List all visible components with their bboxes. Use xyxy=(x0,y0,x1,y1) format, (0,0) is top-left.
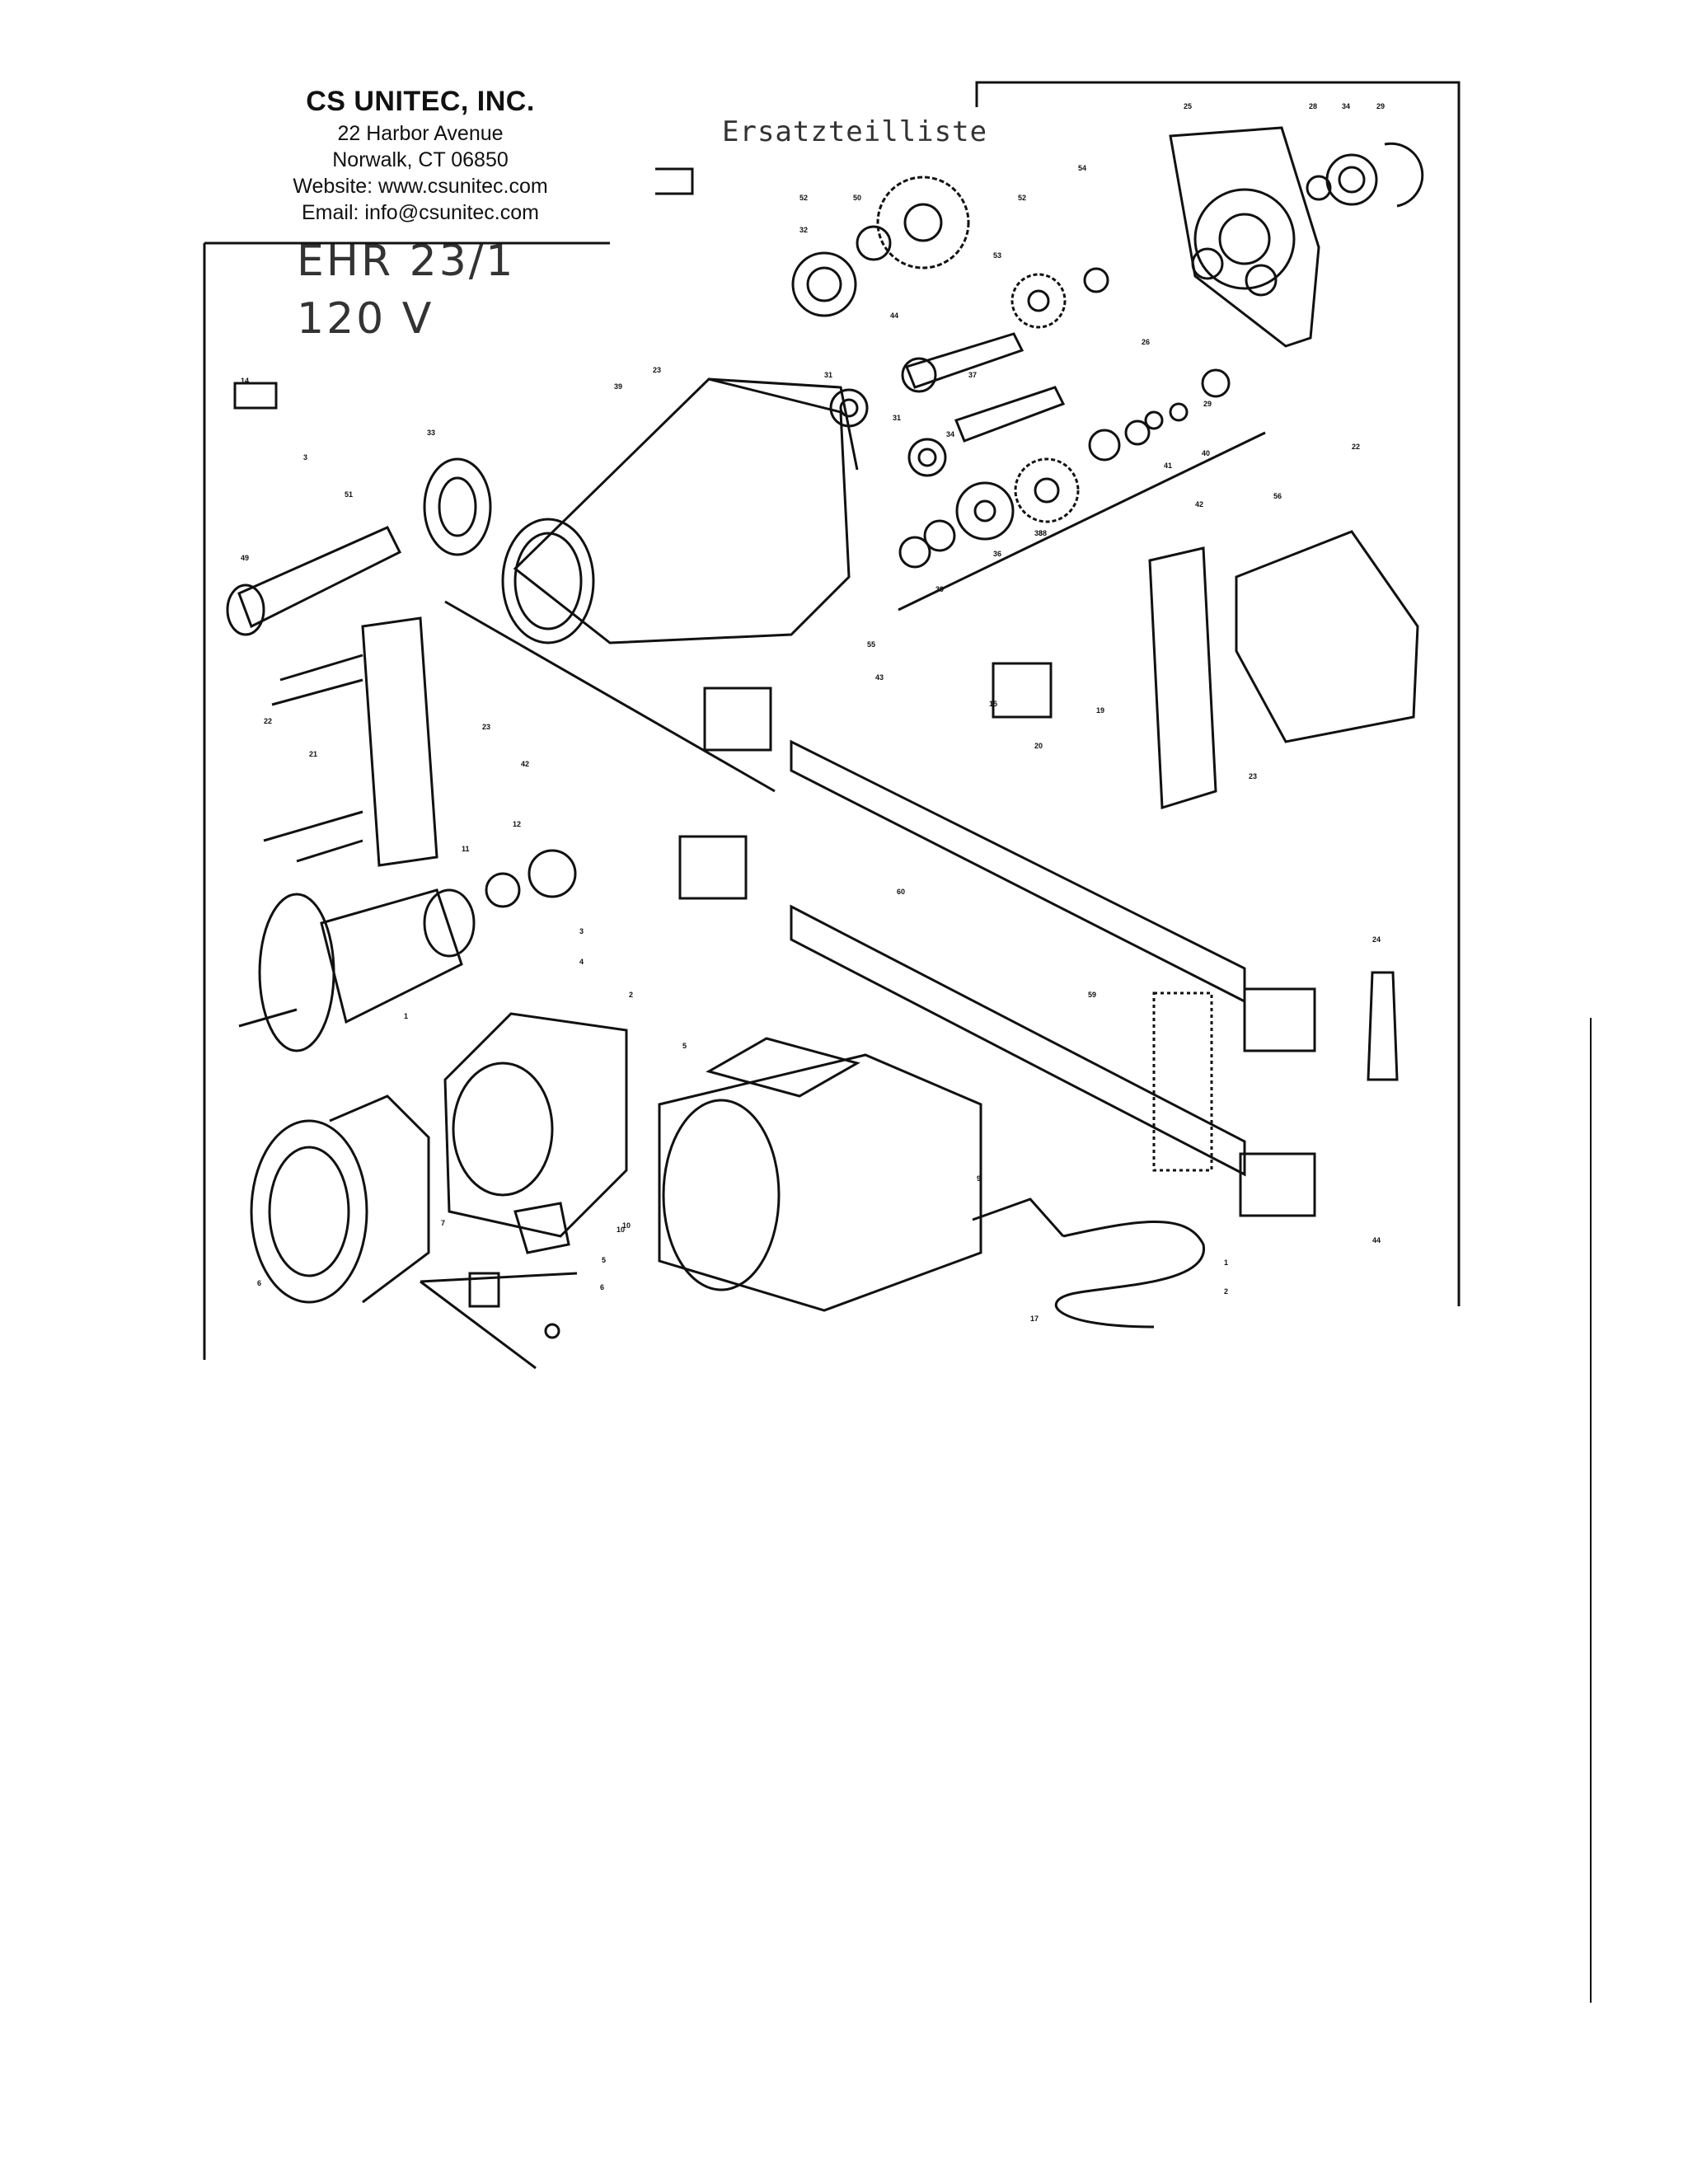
power-cord xyxy=(972,1197,1205,1329)
part-label-6b: 6 xyxy=(257,1279,261,1287)
part-label-37: 37 xyxy=(968,371,977,379)
part-label-51: 51 xyxy=(345,490,353,499)
part-label-52a: 52 xyxy=(799,194,808,202)
part-label-34: 34 xyxy=(1342,102,1350,110)
sheet-title: Ersatzteilliste xyxy=(722,115,988,148)
part-label-60: 60 xyxy=(897,888,905,896)
part-label-28: 28 xyxy=(1309,102,1317,110)
part-label-49: 49 xyxy=(241,554,249,562)
part-label-2: 2 xyxy=(629,991,633,999)
part-label-59: 59 xyxy=(1088,991,1096,999)
part-label-32: 32 xyxy=(799,226,808,234)
part-label-38: 38 xyxy=(1034,529,1043,537)
brush-parts xyxy=(420,1202,578,1370)
motor-housing xyxy=(658,1037,982,1312)
part-label-3b: 3 xyxy=(579,927,584,935)
fan xyxy=(250,1094,430,1304)
company-email: Email: info@csunitec.com xyxy=(302,200,539,224)
part-label-38b: 38 xyxy=(1039,529,1047,537)
part-label-5a: 5 xyxy=(682,1042,687,1050)
part-label-43: 43 xyxy=(875,673,884,682)
part-label-22: 22 xyxy=(1352,443,1360,451)
part-label-41: 41 xyxy=(1164,462,1172,470)
gear-housing xyxy=(501,377,859,644)
spindle xyxy=(226,382,492,636)
part-label-52b: 52 xyxy=(1018,194,1026,202)
part-label-24: 24 xyxy=(1372,935,1381,944)
part-label-31b: 31 xyxy=(893,414,901,422)
part-label-5b: 5 xyxy=(602,1256,606,1264)
bearing-top-right xyxy=(1306,142,1424,208)
company-header: CS UNITEC, INC. 22 Harbor Avenue Norwalk… xyxy=(247,84,593,226)
company-address-city: Norwalk, CT 06850 xyxy=(332,148,509,171)
part-label-2b: 2 xyxy=(1224,1287,1228,1296)
company-name: CS UNITEC, INC. xyxy=(306,86,535,117)
voltage-label: 120 V xyxy=(297,294,434,344)
model-number: EHR 23/1 xyxy=(297,237,516,286)
part-label-10: 10 xyxy=(622,1221,631,1230)
callout-numbers: 25 28 34 29 54 52 50 52 32 53 26 44 39 3… xyxy=(241,102,1385,1323)
model-block: EHR 23/1 120 V xyxy=(297,232,515,348)
part-label-21: 21 xyxy=(309,750,317,758)
part-label-1b: 1 xyxy=(1224,1258,1228,1267)
part-label-10b: 10 xyxy=(617,1226,625,1234)
part-label-26: 26 xyxy=(1142,338,1150,346)
part-label-19: 19 xyxy=(1096,706,1104,715)
part-label-17: 17 xyxy=(1030,1315,1039,1323)
part-label-20: 20 xyxy=(1034,742,1043,750)
part-label-33: 33 xyxy=(427,429,435,437)
part-label-55: 55 xyxy=(867,640,875,649)
stator xyxy=(443,1012,628,1238)
part-label-42: 42 xyxy=(1195,500,1203,509)
rubber-pads xyxy=(678,687,1399,1217)
company-website: Website: www.csunitec.com xyxy=(293,174,548,198)
part-label-1: 1 xyxy=(404,1012,408,1020)
part-label-50: 50 xyxy=(853,194,861,202)
part-label-44b: 44 xyxy=(1372,1236,1381,1244)
part-label-39: 39 xyxy=(614,382,622,391)
rear-cover xyxy=(1235,530,1419,743)
part-label-9: 9 xyxy=(977,1174,981,1183)
part-label-54: 54 xyxy=(1078,164,1086,172)
handle-frame xyxy=(790,739,1246,1177)
gearbox-cover xyxy=(1169,126,1320,348)
part-label-31a: 31 xyxy=(824,371,832,379)
part-label-42b: 42 xyxy=(521,760,529,768)
armature xyxy=(238,849,577,1052)
part-label-23a: 23 xyxy=(653,366,661,374)
part-label-34b: 34 xyxy=(946,430,954,438)
gear-pinion xyxy=(1010,267,1109,329)
part-label-44: 44 xyxy=(890,312,898,320)
part-label-23b: 23 xyxy=(1249,772,1257,780)
part-label-56: 56 xyxy=(1273,492,1282,500)
shafts-and-washers xyxy=(829,332,1266,612)
company-address-street: 22 Harbor Avenue xyxy=(337,121,504,145)
part-label-29b: 29 xyxy=(1203,400,1212,408)
part-label-25: 25 xyxy=(1184,102,1192,110)
part-label-23c: 23 xyxy=(482,723,490,731)
part-label-22b: 22 xyxy=(264,717,272,725)
gear-large xyxy=(791,176,970,317)
part-label-4a: 4 xyxy=(579,958,584,966)
part-label-14: 14 xyxy=(241,377,249,385)
part-label-3a: 3 xyxy=(303,453,307,462)
part-label-11: 11 xyxy=(462,845,470,853)
part-label-7: 7 xyxy=(441,1219,445,1227)
part-label-29: 29 xyxy=(1376,102,1385,110)
brush-holder-bracket xyxy=(263,600,776,867)
switch-housing xyxy=(992,546,1217,810)
part-label-6a: 6 xyxy=(600,1283,604,1291)
part-label-12: 12 xyxy=(513,820,521,828)
part-label-36: 36 xyxy=(993,550,1001,558)
part-label-40: 40 xyxy=(1202,449,1210,457)
part-label-39b: 39 xyxy=(935,585,944,593)
part-label-53: 53 xyxy=(993,251,1001,260)
diagram-frame xyxy=(203,81,1592,2003)
part-label-15: 15 xyxy=(989,700,997,708)
